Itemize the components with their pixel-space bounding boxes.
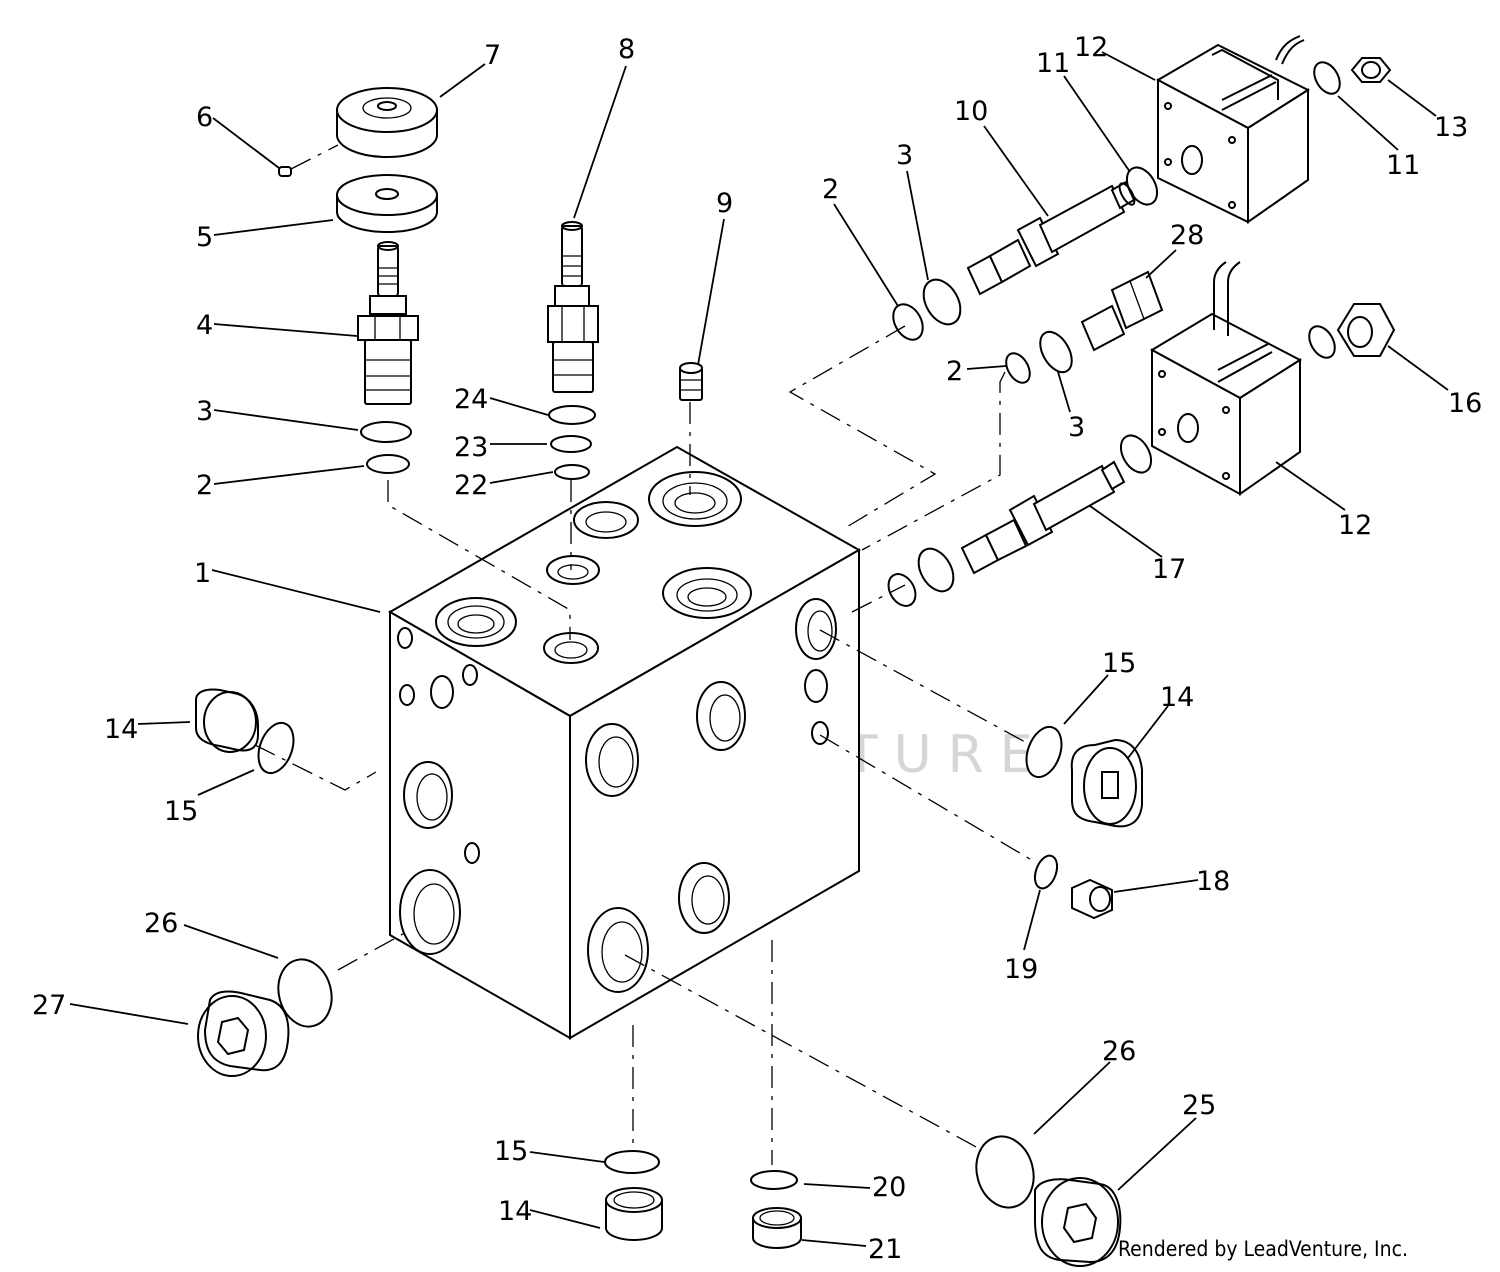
credit-text: Rendered by LeadVenture, Inc. bbox=[1118, 1237, 1408, 1261]
callout-14: 14 bbox=[104, 714, 138, 745]
leader-lines bbox=[69, 51, 1449, 1247]
part-12-solenoid-coil-lower[interactable] bbox=[1149, 261, 1302, 496]
callout-18: 18 bbox=[1196, 866, 1230, 897]
part-22-ring[interactable] bbox=[554, 464, 590, 480]
part-17-solenoid-cartridge[interactable] bbox=[960, 460, 1126, 575]
callout-1: 1 bbox=[194, 558, 211, 589]
part-14-plug-left[interactable] bbox=[195, 688, 259, 753]
callout-15: 15 bbox=[1102, 648, 1136, 679]
callout-27: 27 bbox=[32, 990, 66, 1021]
part-12-solenoid-coil-upper[interactable] bbox=[1155, 35, 1311, 224]
part-14-plug-bottom[interactable] bbox=[605, 1187, 663, 1241]
callout-3: 3 bbox=[1068, 412, 1085, 443]
callout-5: 5 bbox=[196, 222, 213, 253]
callout-2: 2 bbox=[822, 174, 839, 205]
part-20-o-ring[interactable] bbox=[750, 1170, 798, 1190]
callout-19: 19 bbox=[1004, 954, 1038, 985]
callout-17: 17 bbox=[1152, 554, 1186, 585]
callout-11: 11 bbox=[1036, 48, 1070, 79]
callout-2: 2 bbox=[946, 356, 963, 387]
callout-10: 10 bbox=[954, 96, 988, 127]
callout-12: 12 bbox=[1338, 510, 1372, 541]
part-26-o-ring-right[interactable] bbox=[969, 1130, 1042, 1214]
part-3-o-ring-lower[interactable] bbox=[912, 543, 961, 598]
part-10-solenoid-cartridge[interactable] bbox=[966, 180, 1137, 296]
part-11-o-ring-upper-left[interactable] bbox=[1121, 162, 1164, 210]
callout-14: 14 bbox=[498, 1196, 532, 1227]
part-o-ring-16[interactable] bbox=[1304, 322, 1340, 362]
callout-16: 16 bbox=[1448, 388, 1482, 419]
part-3-o-ring-left[interactable] bbox=[360, 421, 412, 443]
part-24-ring[interactable] bbox=[548, 405, 596, 425]
part-4-cartridge-valve[interactable] bbox=[357, 241, 419, 405]
part-7-knob[interactable] bbox=[336, 87, 438, 158]
callout-3: 3 bbox=[196, 396, 213, 427]
part-6-set-screw[interactable] bbox=[278, 144, 339, 177]
part-9-plug[interactable] bbox=[679, 362, 703, 401]
part-27-plug[interactable] bbox=[197, 990, 290, 1077]
callout-13: 13 bbox=[1434, 112, 1468, 143]
callout-labels: 1 2 2 2 3 3 3 4 5 6 7 8 9 10 11 11 12 12… bbox=[32, 32, 1482, 1265]
part-23-ring[interactable] bbox=[550, 435, 592, 453]
part-15-o-ring-left[interactable] bbox=[252, 718, 300, 778]
part-8-cartridge-valve[interactable] bbox=[547, 221, 599, 393]
callout-26: 26 bbox=[1102, 1036, 1136, 1067]
part-16-nut-lower[interactable] bbox=[1336, 303, 1396, 357]
callout-15: 15 bbox=[164, 796, 198, 827]
part-21-plug[interactable] bbox=[752, 1207, 802, 1249]
part-5-cap[interactable] bbox=[336, 174, 438, 233]
callout-9: 9 bbox=[716, 188, 733, 219]
part-2-backup-ring-upper[interactable] bbox=[887, 299, 929, 345]
part-26-o-ring-left[interactable] bbox=[271, 953, 339, 1032]
callout-2: 2 bbox=[196, 470, 213, 501]
manifold-block[interactable] bbox=[387, 445, 862, 1040]
part-2-backup-ring-left[interactable] bbox=[366, 454, 410, 474]
callout-15: 15 bbox=[494, 1136, 528, 1167]
part-18-plug[interactable] bbox=[1071, 878, 1113, 920]
part-2-backup-ring-middle[interactable] bbox=[1001, 349, 1034, 387]
callout-7: 7 bbox=[484, 40, 501, 71]
part-14-plug-right[interactable] bbox=[1070, 738, 1143, 828]
callout-11: 11 bbox=[1386, 150, 1420, 181]
callout-28: 28 bbox=[1170, 220, 1204, 251]
block-right-face bbox=[569, 548, 860, 1040]
part-25-plug[interactable] bbox=[1034, 1177, 1122, 1267]
callout-20: 20 bbox=[872, 1172, 906, 1203]
part-19-o-ring[interactable] bbox=[1031, 853, 1061, 892]
right-face-ports bbox=[585, 598, 837, 993]
part-2-backup-ring-lower[interactable] bbox=[883, 569, 921, 610]
part-15-o-ring-right[interactable] bbox=[1020, 722, 1068, 782]
part-13-nut-upper[interactable] bbox=[1350, 57, 1392, 83]
callout-12: 12 bbox=[1074, 32, 1108, 63]
callout-3: 3 bbox=[896, 140, 913, 171]
callout-22: 22 bbox=[454, 470, 488, 501]
assembly-guides bbox=[254, 325, 1036, 1165]
callout-6: 6 bbox=[196, 102, 213, 133]
callout-21: 21 bbox=[868, 1234, 902, 1265]
part-3-o-ring-middle[interactable] bbox=[1034, 326, 1079, 377]
callout-14: 14 bbox=[1160, 682, 1194, 713]
part-3-o-ring-upper[interactable] bbox=[916, 273, 968, 331]
callout-23: 23 bbox=[454, 432, 488, 463]
part-11-o-ring-upper-right[interactable] bbox=[1309, 58, 1345, 98]
part-15-o-ring-bottom[interactable] bbox=[604, 1150, 660, 1174]
callout-26: 26 bbox=[144, 908, 178, 939]
callout-8: 8 bbox=[618, 34, 635, 65]
top-ports bbox=[435, 471, 752, 664]
callout-4: 4 bbox=[196, 310, 213, 341]
left-face-ports bbox=[397, 627, 480, 955]
part-o-ring-lower-coil[interactable] bbox=[1115, 430, 1158, 478]
part-28-plug[interactable] bbox=[1080, 270, 1164, 352]
callout-25: 25 bbox=[1182, 1090, 1216, 1121]
callout-24: 24 bbox=[454, 384, 488, 415]
